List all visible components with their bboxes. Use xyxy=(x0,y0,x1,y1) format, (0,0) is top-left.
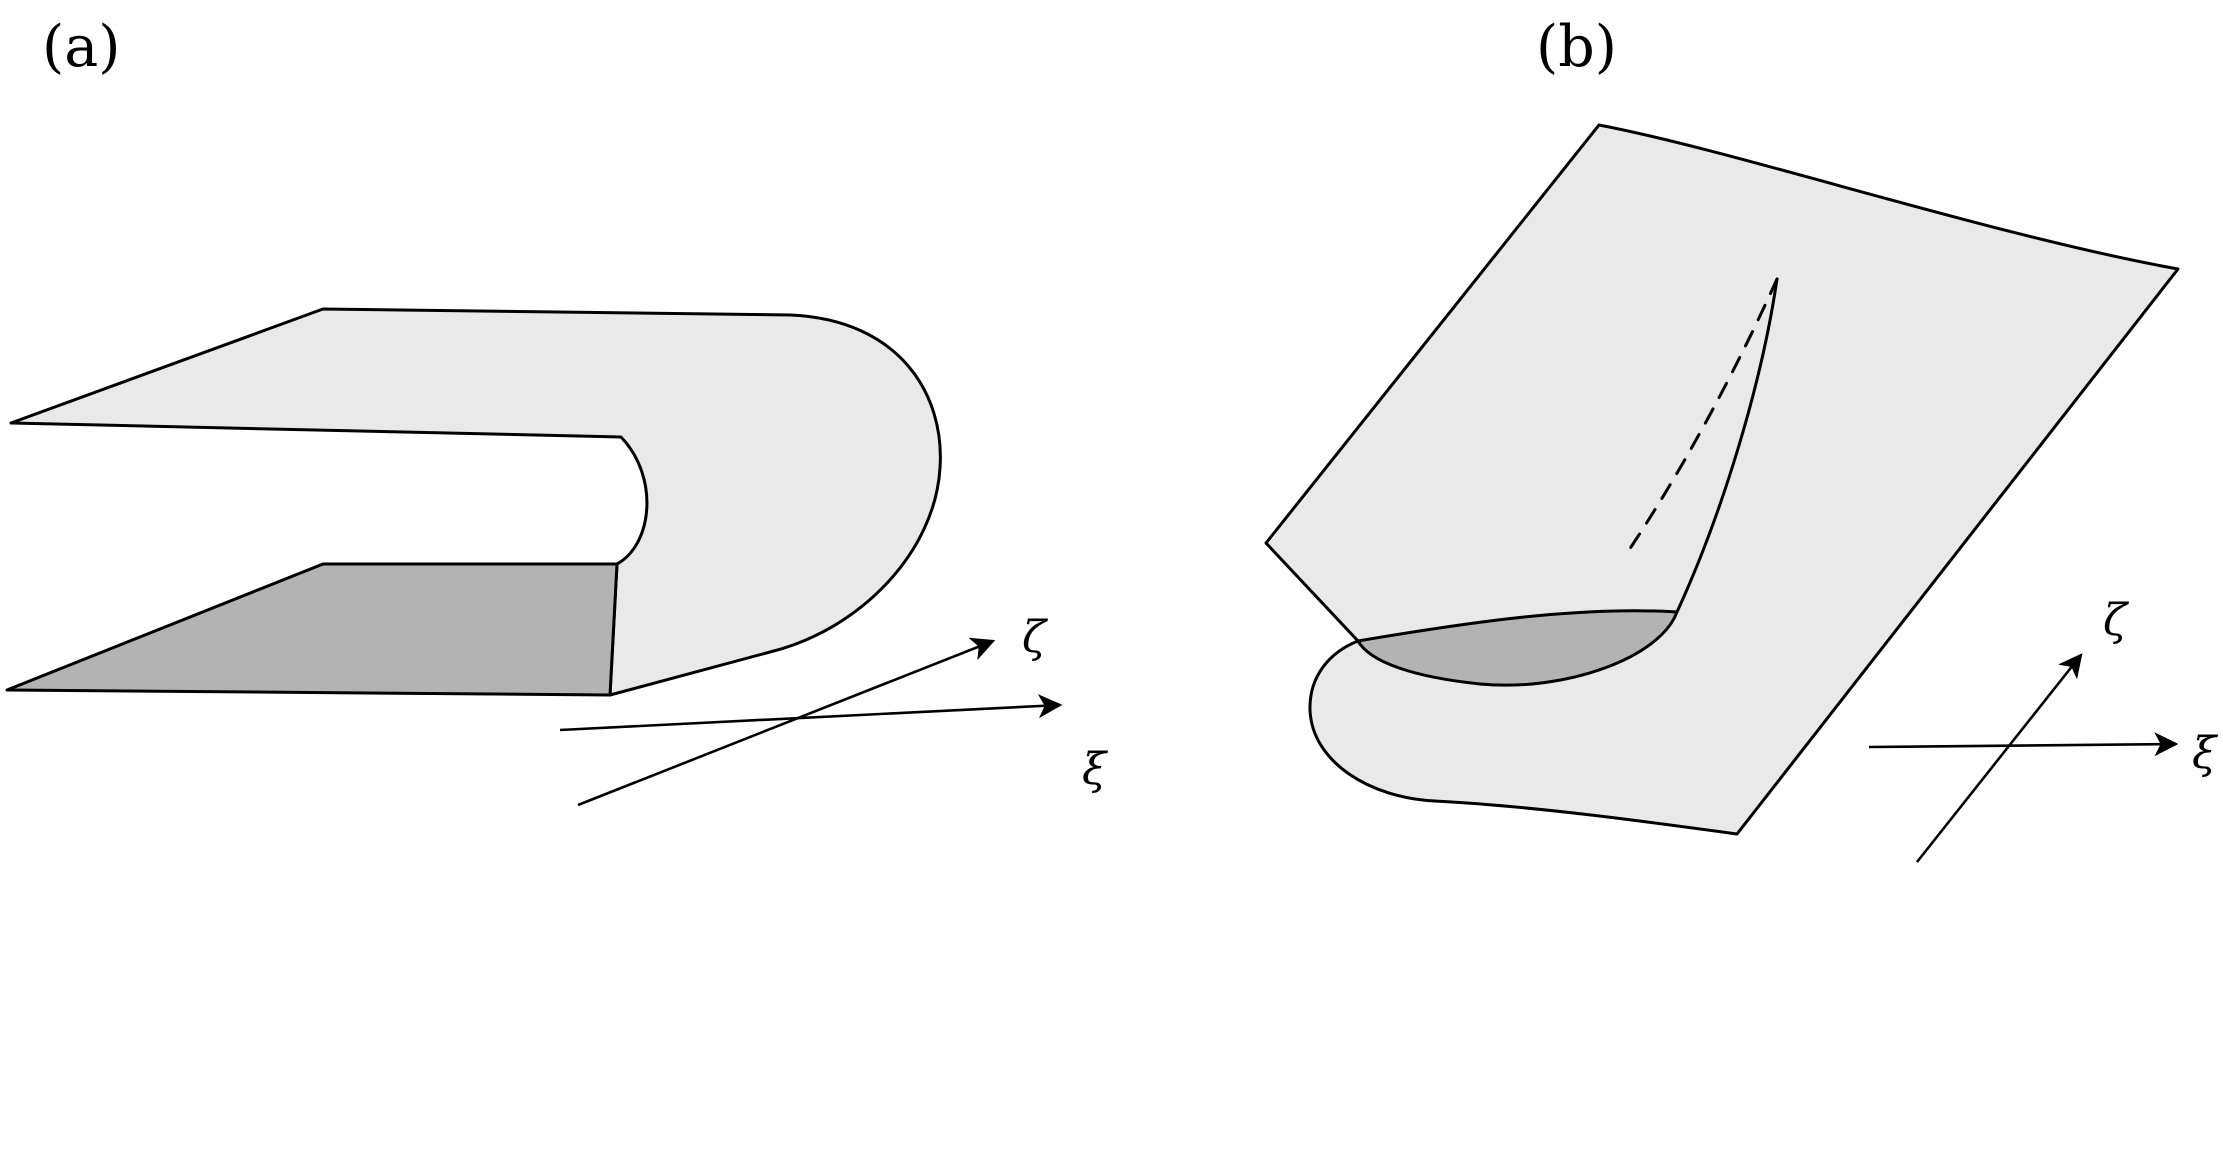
panel-a-group: (a) ζ ξ xyxy=(5,14,1109,807)
zeta-axis-arrow-a xyxy=(577,637,996,807)
sheet-underside-b xyxy=(1356,609,1679,687)
panel-b-group: (b) ζ ξ xyxy=(1264,14,2219,863)
panel-b-label: (b) xyxy=(1536,14,1617,80)
xi-axis-label-a: ξ xyxy=(1082,744,1109,795)
hidden-fold-dashed-line-b xyxy=(1625,277,1779,555)
panel-a-label: (a) xyxy=(42,14,120,80)
xi-axis-label-b: ξ xyxy=(2192,728,2219,779)
zeta-axis-label-b: ζ xyxy=(2103,595,2130,646)
zeta-axis-label-a: ζ xyxy=(1022,612,1049,663)
fold-underside-a xyxy=(5,562,619,697)
xi-axis-arrow-b xyxy=(1868,732,2179,757)
sheet-surface-b xyxy=(1264,123,2180,836)
fold-top-surface-a xyxy=(9,307,942,697)
xi-axis-arrow-a xyxy=(559,694,1063,732)
fold-edge-curve-b xyxy=(1675,277,1779,614)
zeta-axis-arrow-b xyxy=(1915,653,2083,863)
